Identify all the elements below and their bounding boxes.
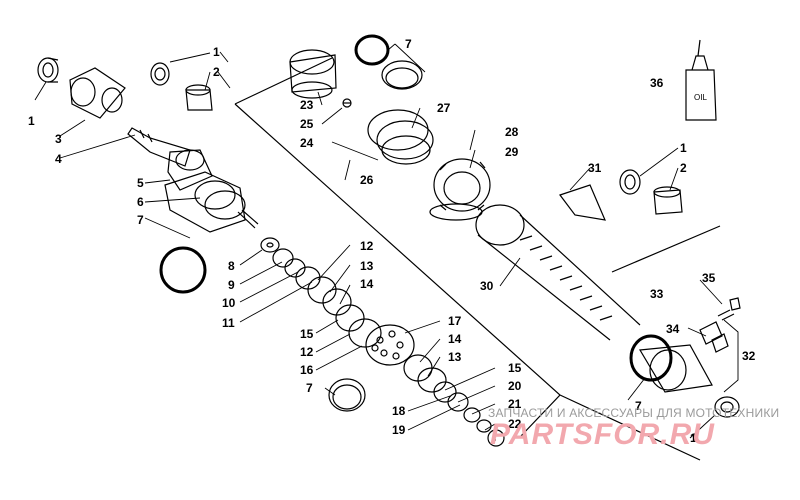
part-main-spring	[475, 204, 641, 341]
callout-c14b: 14	[448, 332, 462, 346]
part-o-ring-left	[159, 246, 207, 294]
callout-c23: 23	[300, 98, 314, 112]
part-shaft	[127, 127, 213, 191]
callout-c22: 22	[508, 417, 522, 431]
callout-c26: 26	[360, 173, 374, 187]
part-wear-band-top	[381, 60, 423, 90]
watermark: ЗАПЧАСТИ И АКСЕССУАРЫ ДЛЯ МОТОТЕХНИКИ PA…	[488, 404, 788, 454]
part-sleeve-right	[653, 186, 683, 215]
callout-c25: 25	[300, 117, 314, 131]
callout-c12b: 12	[300, 345, 314, 359]
callout-c27: 27	[437, 101, 451, 115]
callout-c10: 10	[222, 296, 236, 310]
callout-c17: 17	[448, 314, 462, 328]
part-reservoir-cap	[289, 49, 337, 99]
oil-bottle-label: OIL	[694, 93, 707, 102]
callout-c7a: 7	[137, 213, 144, 227]
callout-c36: 36	[650, 76, 664, 90]
callout-c14a: 14	[360, 277, 374, 291]
callout-c8: 8	[228, 259, 235, 273]
watermark-brand-logo: PARTSFOR.RU	[490, 418, 715, 451]
assembly-bracket	[234, 57, 721, 461]
callout-c11: 11	[222, 316, 235, 330]
callout-c19: 19	[392, 423, 406, 437]
part-body-end	[639, 344, 713, 393]
callout-c32: 32	[742, 349, 756, 363]
watermark-caption: ЗАПЧАСТИ И АКСЕССУАРЫ ДЛЯ МОТОТЕХНИКИ	[488, 406, 780, 420]
callout-c1c: 1	[680, 141, 687, 155]
part-oil-bottle	[685, 39, 717, 121]
part-bladder-rings	[367, 109, 434, 165]
callout-c7c: 7	[635, 399, 642, 413]
callout-c15a: 15	[300, 327, 314, 341]
callout-c13b: 13	[448, 350, 462, 364]
part-valve-screw	[342, 98, 352, 108]
leader-lines	[34, 43, 739, 441]
callout-c18: 18	[392, 404, 406, 418]
part-seal-right	[619, 169, 641, 195]
callout-c6: 6	[137, 195, 144, 209]
callout-labels: 1111223456777789101112121313141415151617…	[28, 37, 756, 445]
callout-c2b: 2	[680, 161, 687, 175]
callout-c21: 21	[508, 397, 522, 411]
part-bearing-top-left	[150, 62, 170, 86]
part-label-sticker	[559, 184, 606, 221]
callout-c7d: 7	[306, 381, 313, 395]
part-eyelet-housing	[69, 67, 126, 119]
callout-c4: 4	[55, 152, 62, 166]
part-piston	[365, 324, 415, 366]
callout-c1d: 1	[690, 431, 697, 445]
part-sleeve-top-left	[185, 84, 213, 111]
callout-c16: 16	[300, 363, 314, 377]
part-seal-top-left	[37, 57, 59, 83]
callout-c35: 35	[702, 271, 716, 285]
callout-c34: 34	[666, 322, 680, 336]
callout-c1a: 1	[213, 45, 220, 59]
callout-c12a: 12	[360, 239, 374, 253]
part-wear-band-lower	[328, 378, 366, 412]
part-seal-head	[164, 171, 259, 233]
part-valve-fitting	[699, 297, 741, 353]
callout-c30: 30	[480, 279, 494, 293]
part-valve-stack	[260, 237, 382, 348]
part-o-ring-right	[629, 334, 673, 382]
part-seal-bottom-right	[714, 396, 740, 418]
part-spring-adjuster	[433, 158, 491, 212]
callout-c3: 3	[55, 132, 62, 146]
callout-c15b: 15	[508, 361, 522, 375]
callout-c2a: 2	[213, 65, 220, 79]
callout-c9: 9	[228, 278, 235, 292]
callout-c7b: 7	[405, 37, 412, 51]
callout-c29: 29	[505, 145, 519, 159]
callout-c13a: 13	[360, 259, 374, 273]
callout-c28: 28	[505, 125, 519, 139]
part-spring-retainer	[429, 203, 483, 221]
callout-c20: 20	[508, 379, 522, 393]
callout-c24: 24	[300, 136, 314, 150]
callout-c1b: 1	[28, 114, 35, 128]
callout-c31: 31	[588, 161, 602, 175]
part-o-ring-top	[354, 34, 390, 66]
callout-c5: 5	[137, 176, 144, 190]
callout-c33: 33	[650, 287, 664, 301]
